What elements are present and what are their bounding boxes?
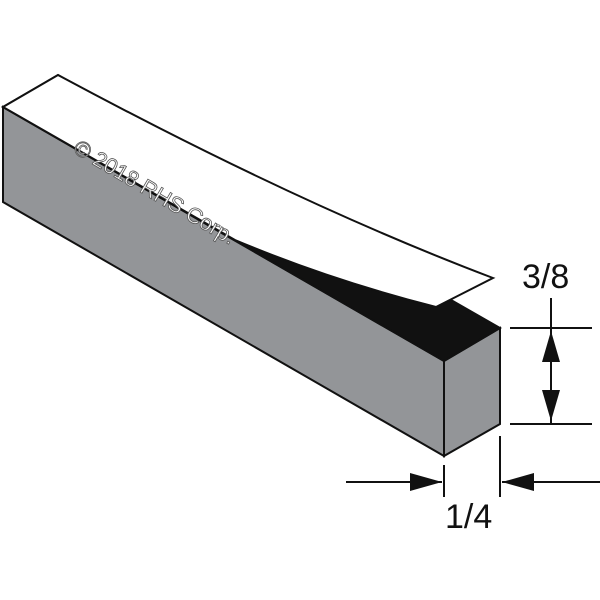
arrow-up-icon: [542, 331, 560, 362]
arrow-right-icon: [410, 473, 442, 491]
width-dimension: 1/4: [346, 436, 600, 536]
arrow-left-icon: [502, 473, 534, 491]
release-liner: [1, 73, 496, 309]
height-dimension: 3/8: [510, 258, 592, 425]
width-label: 1/4: [445, 498, 492, 536]
height-label: 3/8: [522, 258, 569, 296]
arrow-down-icon: [542, 390, 560, 421]
